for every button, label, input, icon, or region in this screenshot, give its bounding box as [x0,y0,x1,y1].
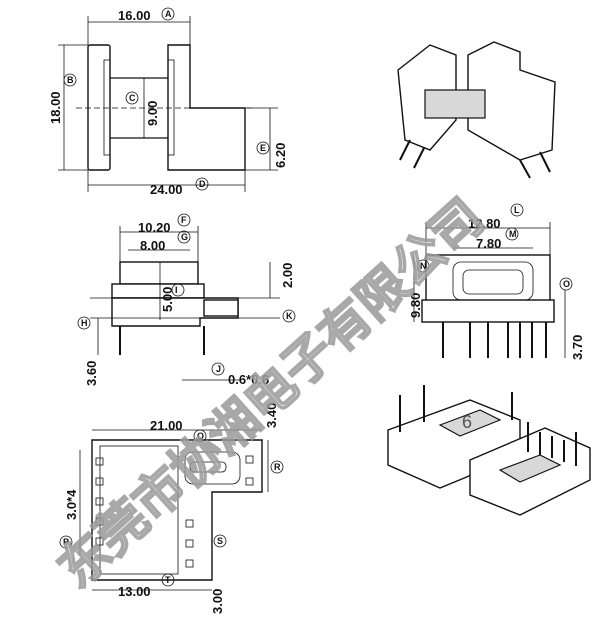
photo-label: 6 [462,412,472,432]
dim-k-tag: K [286,311,293,321]
dim-a-tag: A [165,9,172,19]
dim-q-tag: Q [197,431,204,441]
dim-o-tag: O [563,279,570,289]
dim-f-tag: F [181,215,187,225]
dim-n-value: 9.80 [408,293,423,318]
dim-c-value: 9.00 [145,101,160,126]
iso-view-bottom: 6 [387,385,591,516]
dim-t-value: 13.00 [118,584,151,599]
front-view: 12.80 L 7.80 M N 9.80 O 3.70 [408,203,585,360]
dim-l-value: 12.80 [468,216,501,231]
dim-g-value: 8.00 [140,238,165,253]
dim-l-tag: L [514,205,520,215]
top-view: 16.00 A 18.00 B 9.00 C 24.00 D 6.20 E [48,7,288,197]
dim-s-tag: S [217,536,223,546]
dim-m-tag: M [509,229,517,239]
dim-b-value: 18.00 [48,91,63,124]
dim-c-tag: C [129,93,136,103]
dim-a-value: 16.00 [118,8,151,23]
dim-i-tag: I [175,285,178,295]
dim-e-tag: E [260,143,266,153]
dim-m-value: 7.80 [476,236,501,251]
dim-f-value: 10.20 [138,220,171,235]
dim-o-value: 3.70 [570,335,585,360]
dim-t-tag: T [165,575,171,585]
dim-b-tag: B [67,75,74,85]
dim-q-value: 21.00 [150,418,183,433]
company-watermark: 东莞市协湘电子有限公司 [47,188,495,599]
dim-j-value: 0.6*0.6 [228,372,269,387]
dim-i-value: 5.00 [160,287,175,312]
dim-p-tag: P [63,537,69,547]
dim-d-value: 24.00 [150,182,183,197]
dim-e-value: 6.20 [273,143,288,168]
dim-g-tag: G [181,232,188,242]
dim-r-tag: R [274,462,281,472]
bottom-view: 21.00 Q 3.40 R 3.0*4 P S 3.00 13.00 T [59,403,284,614]
iso-view-top [397,41,556,179]
dim-p-value: 3.0*4 [64,489,79,520]
dim-r-value: 3.40 [264,403,279,428]
dim-s-value: 3.00 [210,589,225,614]
dim-d-tag: D [199,179,206,189]
dim-n-tag: N [420,261,427,271]
dim-h-value: 3.60 [84,361,99,386]
dim-k-value: 2.00 [280,263,295,288]
dim-h-tag: H [81,318,88,328]
dim-j-tag: J [216,364,221,374]
side-view: 10.20 F 8.00 G 5.00 I 2.00 K H 3.60 J 0.… [77,213,296,387]
